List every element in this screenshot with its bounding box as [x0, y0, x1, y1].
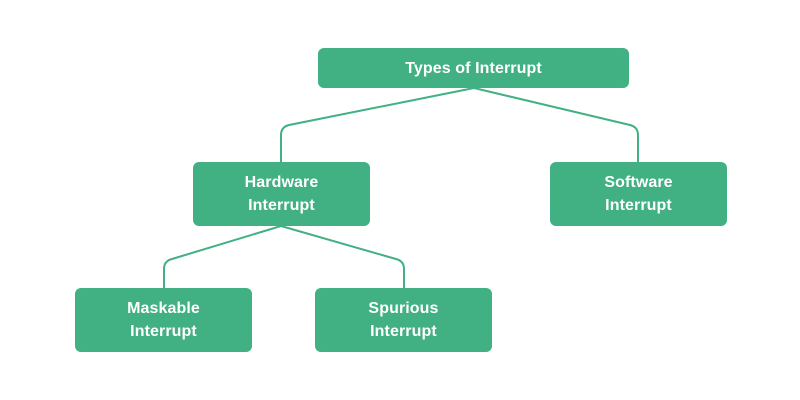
node-spurious-interrupt: Spurious Interrupt [315, 288, 492, 352]
node-types-of-interrupt: Types of Interrupt [318, 48, 629, 88]
node-label-maskable: Maskable Interrupt [127, 300, 200, 340]
edge-hardware-to-spurious [280, 225, 405, 288]
node-label-spurious: Spurious Interrupt [368, 300, 439, 340]
node-label-hardware: Hardware Interrupt [244, 174, 319, 214]
node-label-root: Types of Interrupt [405, 59, 542, 77]
node-hardware-interrupt: Hardware Interrupt [193, 162, 370, 226]
edge-root-to-hardware [280, 87, 475, 162]
edge-hardware-to-maskable [163, 225, 282, 288]
node-maskable-interrupt: Maskable Interrupt [75, 288, 252, 352]
edge-root-to-software [473, 87, 639, 162]
node-software-interrupt: Software Interrupt [550, 162, 727, 226]
node-label-software: Software Interrupt [604, 174, 673, 214]
